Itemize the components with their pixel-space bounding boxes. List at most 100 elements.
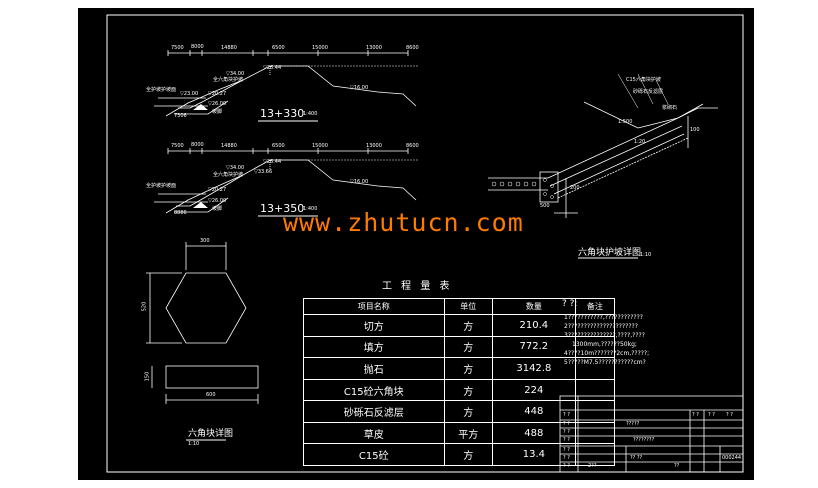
cell-unit: 方 [443,378,493,402]
elevation-label: ▽26.00 [208,198,227,204]
dim-label: 1:20 [634,139,646,145]
dim-label: 1:500 [618,119,633,125]
table-title: 工 程 量 表 [382,281,453,292]
cell-name: 砂砾石反滤层 [303,400,445,423]
dim-label: 8886 [174,210,187,216]
cell-name: 抛石 [303,357,445,380]
dim-label: 100 [690,127,700,133]
table-row: 抛石 方 3142.8 [303,357,616,380]
tb-cell: ? ? [563,412,570,418]
elevation-label: ▽26.44 [263,159,282,165]
cell-note [574,400,616,423]
column-header: 单位 [443,297,493,316]
dim-label: 200 [570,185,580,191]
tb-cell: ? ? [563,429,570,435]
notes-title: ? ?: [562,299,578,309]
elevation-label: ▽20.27 [208,187,227,193]
dim-label: 7306 [174,113,187,119]
note-line: 4????10m???????2cm,?????; [564,350,650,357]
note-label: 全六角块护坡 [213,172,244,178]
dim-label: 300 [200,238,210,244]
cell-name: 切方 [303,314,445,337]
elevation-label: ▽33.66 [254,169,273,175]
section-13-350 [154,148,418,217]
dim-label: 500 [540,203,550,209]
tb-cell: ? ? [563,421,570,427]
dim-label: 8000 [191,142,204,148]
cell-note [574,421,616,445]
table-header-row: 项目名称 单位 数量 备注 [303,297,616,316]
dim-label: 150 [144,371,151,382]
slope-detail [488,73,718,259]
scale-label: 1:400 [303,206,318,212]
column-header: 备注 [574,297,616,316]
linework [106,14,744,473]
cell-qty: 448 [491,400,576,423]
cell-unit: 方 [443,357,493,380]
watermark-text: www.zhutucn.com [283,208,524,237]
scale-label: 1:400 [303,111,318,117]
cell-note [574,443,616,466]
table-row: 砂砾石反滤层 方 448 [303,400,616,423]
dim-label: 520 [141,301,148,312]
cell-unit: 方 [443,443,493,466]
elevation-label: ▽16.00 [350,85,369,91]
station-label: 13+330 [260,107,305,120]
hex-scale: 1:10 [188,441,200,447]
detail-label: C15六角块护坡 [626,77,661,83]
cell-unit: 方 [443,314,493,337]
elevation-label: ▽23.00 [180,91,199,97]
dim-label: 8600 [406,45,419,51]
note-label: 全护坡护坡面 [146,87,177,93]
cell-qty: 3142.8 [491,357,576,380]
cell-name: 草皮 [303,421,445,445]
cell-name: 填方 [303,335,445,359]
cell-unit: 方 [443,400,493,423]
table-row: 切方 方 210.4 [303,314,616,337]
dim-label: 15000 [312,45,328,51]
table-row: C15砼 方 13.4 [303,443,616,466]
cell-unit: 平方 [443,421,493,445]
elevation-label: ▽20.27 [208,91,227,97]
cell-name: C15砼 [303,443,445,466]
hex-title: 六角块详图 [188,429,234,439]
elevation-label: ▽26.00 [208,101,227,107]
dim-label: 600 [206,392,216,398]
dim-label: 6500 [272,143,285,149]
detail-label: 砂砾石反滤层 [633,89,664,95]
dim-label: 13000 [366,143,382,149]
note-line: 2?????????????????????? [564,323,638,330]
dim-label: 7500 [171,143,184,149]
dim-label: 15000 [312,143,328,149]
cell-unit: 方 [443,335,493,359]
tb-cell: ? ? [563,447,570,453]
tb-project: ????? [626,421,640,427]
tb-right: ? ? [692,412,699,418]
column-header: 项目名称 [303,297,445,316]
note-line: 1???????????,???????????? [564,314,643,321]
tb-cell: ? ? [563,463,570,469]
dim-label: 8600 [406,143,419,149]
note-label: 坡脚 [212,206,223,212]
tb-drawing: ???????? [633,437,655,443]
tb-sheet: ?? [674,463,680,469]
station-label: 13+350 [260,202,305,215]
cell-qty: 772.2 [491,335,576,359]
cell-name: C15砼六角块 [303,378,445,402]
dim-label: 7500 [171,45,184,51]
tb-right: ? ? [726,412,733,418]
elevation-label: ▽26.44 [263,65,282,71]
cell-qty: 224 [491,378,576,402]
tb-date: ?? ?? [630,455,643,461]
inner-border [106,14,744,473]
tb-code: 000244 [722,455,742,461]
detail-label: 浆砌石 [662,105,678,111]
gravel-hatch [491,178,554,199]
fill-marks [193,104,208,208]
detail-scale: 1:10 [640,252,652,258]
dim-label: 8000 [191,44,204,50]
elevation-label: ▽34.00 [226,165,245,171]
note-line: 3???????????????,????,???? [564,332,645,339]
note-label: 全护坡护坡面 [146,183,177,189]
cell-note [574,314,616,337]
